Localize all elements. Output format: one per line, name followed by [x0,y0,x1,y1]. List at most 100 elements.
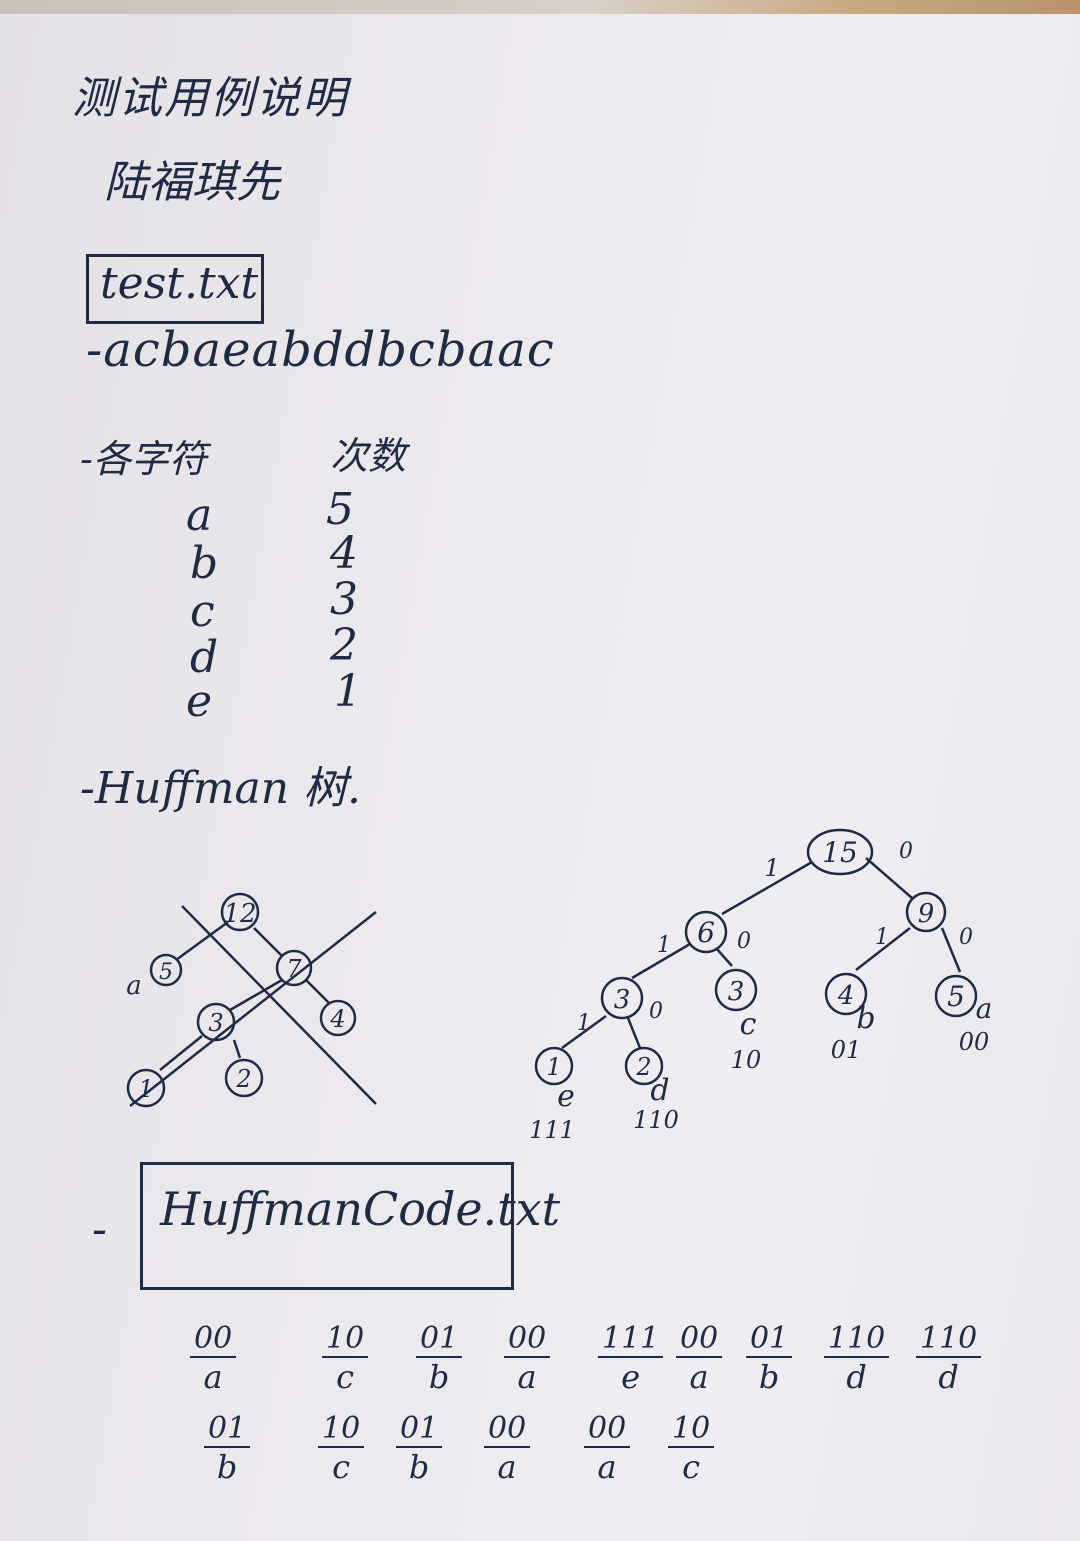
tree-node [684,910,728,954]
edge-label: 1 [764,854,779,882]
leaf-code: 111 [529,1116,575,1144]
draft-node-value: 3 [208,1009,223,1037]
leaf-char: d [650,1073,669,1108]
edge-label: 0 [649,999,663,1024]
draft-node-value: 4 [329,1005,345,1033]
edge-label: 0 [959,925,973,950]
page-subtitle: 陆福琪先 [104,157,280,208]
tree-node [824,972,868,1016]
paper-sheet [0,14,1080,1541]
tree-edge [721,860,813,916]
table-cell-char: a [186,490,213,541]
draft-node [275,949,313,987]
tree-node-value: 15 [822,836,858,869]
table-header-char: -各字符 [80,437,207,481]
tree-node-value: 4 [837,981,855,1011]
leaf-code: 01 [831,1036,862,1064]
tree-edge [715,947,733,967]
edge-label: 0 [899,839,913,864]
tree-edge [626,1017,642,1049]
table-cell-char: e [186,676,213,727]
table-cell-count: 5 [326,484,354,535]
tree-node-value: 5 [947,980,965,1013]
table-cell-count: 2 [330,620,358,671]
table-cell-count: 4 [330,528,358,579]
strike-line [129,911,377,1107]
tree-edge [561,1014,607,1050]
tree-node [934,974,978,1018]
draft-edge [229,978,283,1012]
tree-node-value: 9 [918,899,935,929]
draft-node-value: 5 [159,960,173,985]
tree-edge [940,927,962,973]
leaf-char: a [976,992,993,1025]
input-sequence: -acbaeabddbcbaac [86,322,555,378]
draft-node-value: 2 [235,1065,251,1093]
draft-edge [175,920,229,962]
background-strip [0,0,1080,18]
draft-node-value: 1 [138,1075,153,1103]
draft-node [220,892,260,932]
huffman-tree-label: -Huffman 树. [80,763,362,814]
tree-node-value: 3 [728,977,745,1007]
draft-edge [159,1035,203,1071]
draft-node [126,1068,166,1108]
table-header-count: 次数 [330,434,407,478]
draft-leaf-char: a [126,971,142,1001]
code-file-label: HuffmanCode.txt [160,1182,561,1236]
leaf-code: 00 [959,1028,990,1056]
page-title: 测试用例说明 [72,73,348,124]
leaf-char: c [740,1007,757,1042]
code-file-box [140,1162,514,1290]
tree-node-value: 6 [697,916,715,949]
leaf-code: 110 [633,1106,679,1134]
leaf-char: e [557,1079,575,1114]
leaf-char: b [856,1001,875,1036]
tree-node [714,968,758,1012]
draft-node [224,1058,264,1098]
table-cell-char: b [190,538,219,589]
tree-node [905,891,947,933]
leaf-code: 10 [731,1046,762,1074]
edge-label: 1 [875,925,889,950]
strike-line [181,905,377,1105]
tree-node [624,1046,664,1086]
edge-label: 1 [577,1011,591,1036]
tree-node-value: 3 [614,985,631,1015]
draft-node [149,953,183,987]
edge-label: 0 [737,929,751,954]
draft-node-value: 7 [286,955,302,983]
table-cell-count: 3 [330,574,358,625]
edge-label: 1 [657,933,671,958]
tree-node [806,828,874,876]
tree-node [600,976,644,1020]
table-cell-char: c [190,586,215,637]
table-cell-char: d [190,632,219,683]
draft-edge [305,979,331,1005]
test-file-label: test.txt [100,258,259,309]
tree-node-value: 2 [635,1053,651,1081]
tree-edge [631,942,691,980]
draft-edge [232,1039,242,1059]
tree-node-value: 1 [546,1053,561,1081]
tree-edge [855,927,911,971]
tree-edge [865,857,913,899]
draft-node [196,1002,236,1042]
test-file-box [86,254,264,324]
code-file-dash: - [92,1204,107,1255]
draft-node-value: 12 [223,899,256,929]
